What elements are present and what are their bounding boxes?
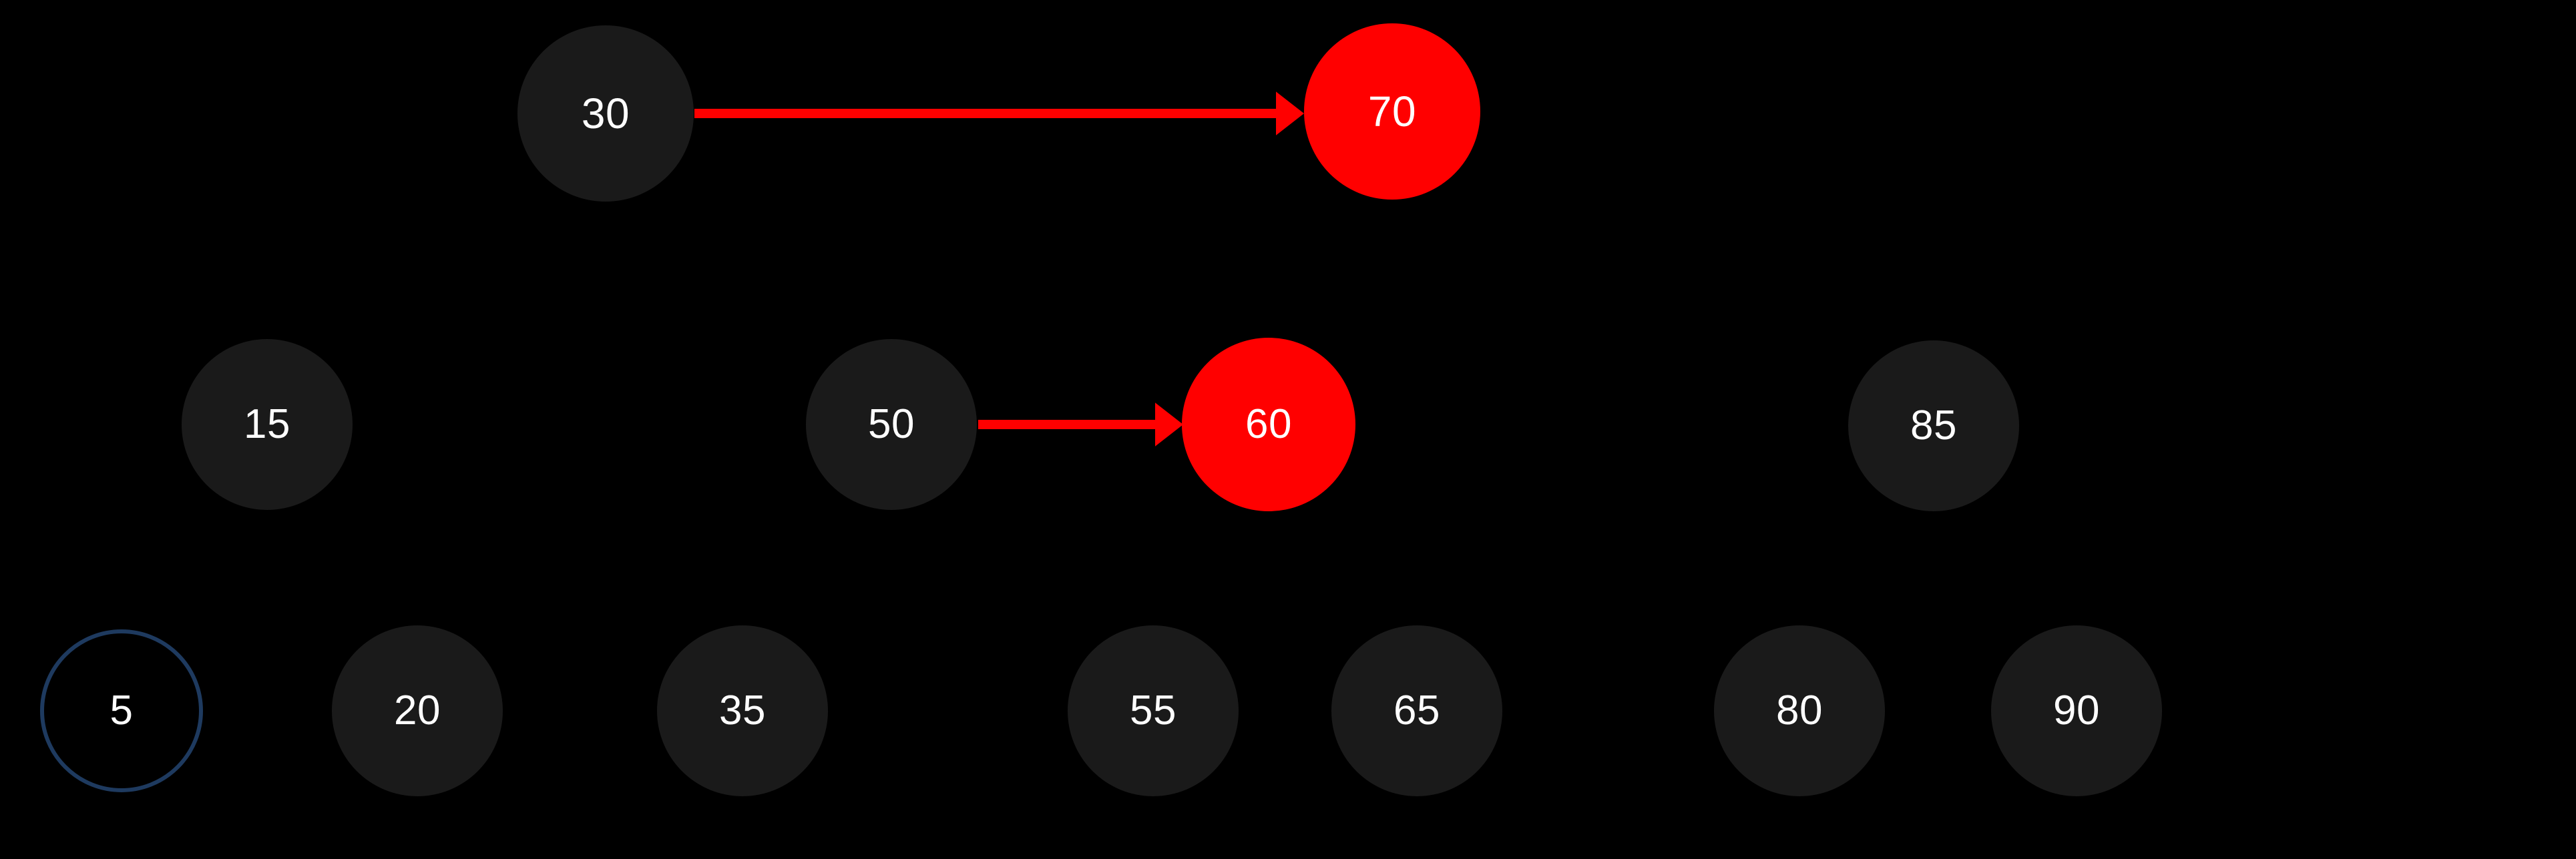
tree-node-label: 65 — [1393, 687, 1440, 734]
tree-node-70[interactable]: 70 — [1304, 23, 1480, 200]
tree-node-label: 30 — [581, 89, 630, 137]
tree-edge — [978, 402, 1183, 447]
tree-node-label: 5 — [110, 687, 134, 734]
tree-node-90[interactable]: 90 — [1991, 625, 2162, 796]
tree-node-label: 55 — [1130, 687, 1176, 734]
edge-arrowhead-icon — [1276, 91, 1304, 135]
tree-node-85[interactable]: 85 — [1848, 340, 2019, 511]
tree-node-20[interactable]: 20 — [332, 625, 503, 796]
tree-node-label: 35 — [719, 687, 766, 734]
tree-node-label: 90 — [2053, 687, 2100, 734]
tree-node-label: 20 — [394, 687, 441, 734]
tree-node-50[interactable]: 50 — [806, 339, 977, 510]
tree-edge — [694, 91, 1304, 135]
tree-node-55[interactable]: 55 — [1068, 625, 1239, 796]
tree-node-80[interactable]: 80 — [1714, 625, 1885, 796]
tree-node-65[interactable]: 65 — [1331, 625, 1502, 796]
tree-node-60[interactable]: 60 — [1182, 338, 1355, 511]
tree-node-label: 50 — [868, 401, 915, 447]
edge-arrowhead-icon — [1155, 402, 1183, 447]
tree-node-label: 60 — [1245, 401, 1292, 447]
tree-node-30[interactable]: 30 — [517, 25, 694, 202]
tree-node-label: 15 — [244, 401, 290, 447]
tree-node-5[interactable]: 5 — [40, 629, 203, 792]
tree-node-label: 70 — [1367, 87, 1417, 135]
tree-node-15[interactable]: 15 — [182, 339, 353, 510]
tree-node-35[interactable]: 35 — [657, 625, 828, 796]
tree-node-label: 80 — [1776, 687, 1823, 734]
tree-node-label: 85 — [1910, 402, 1957, 449]
